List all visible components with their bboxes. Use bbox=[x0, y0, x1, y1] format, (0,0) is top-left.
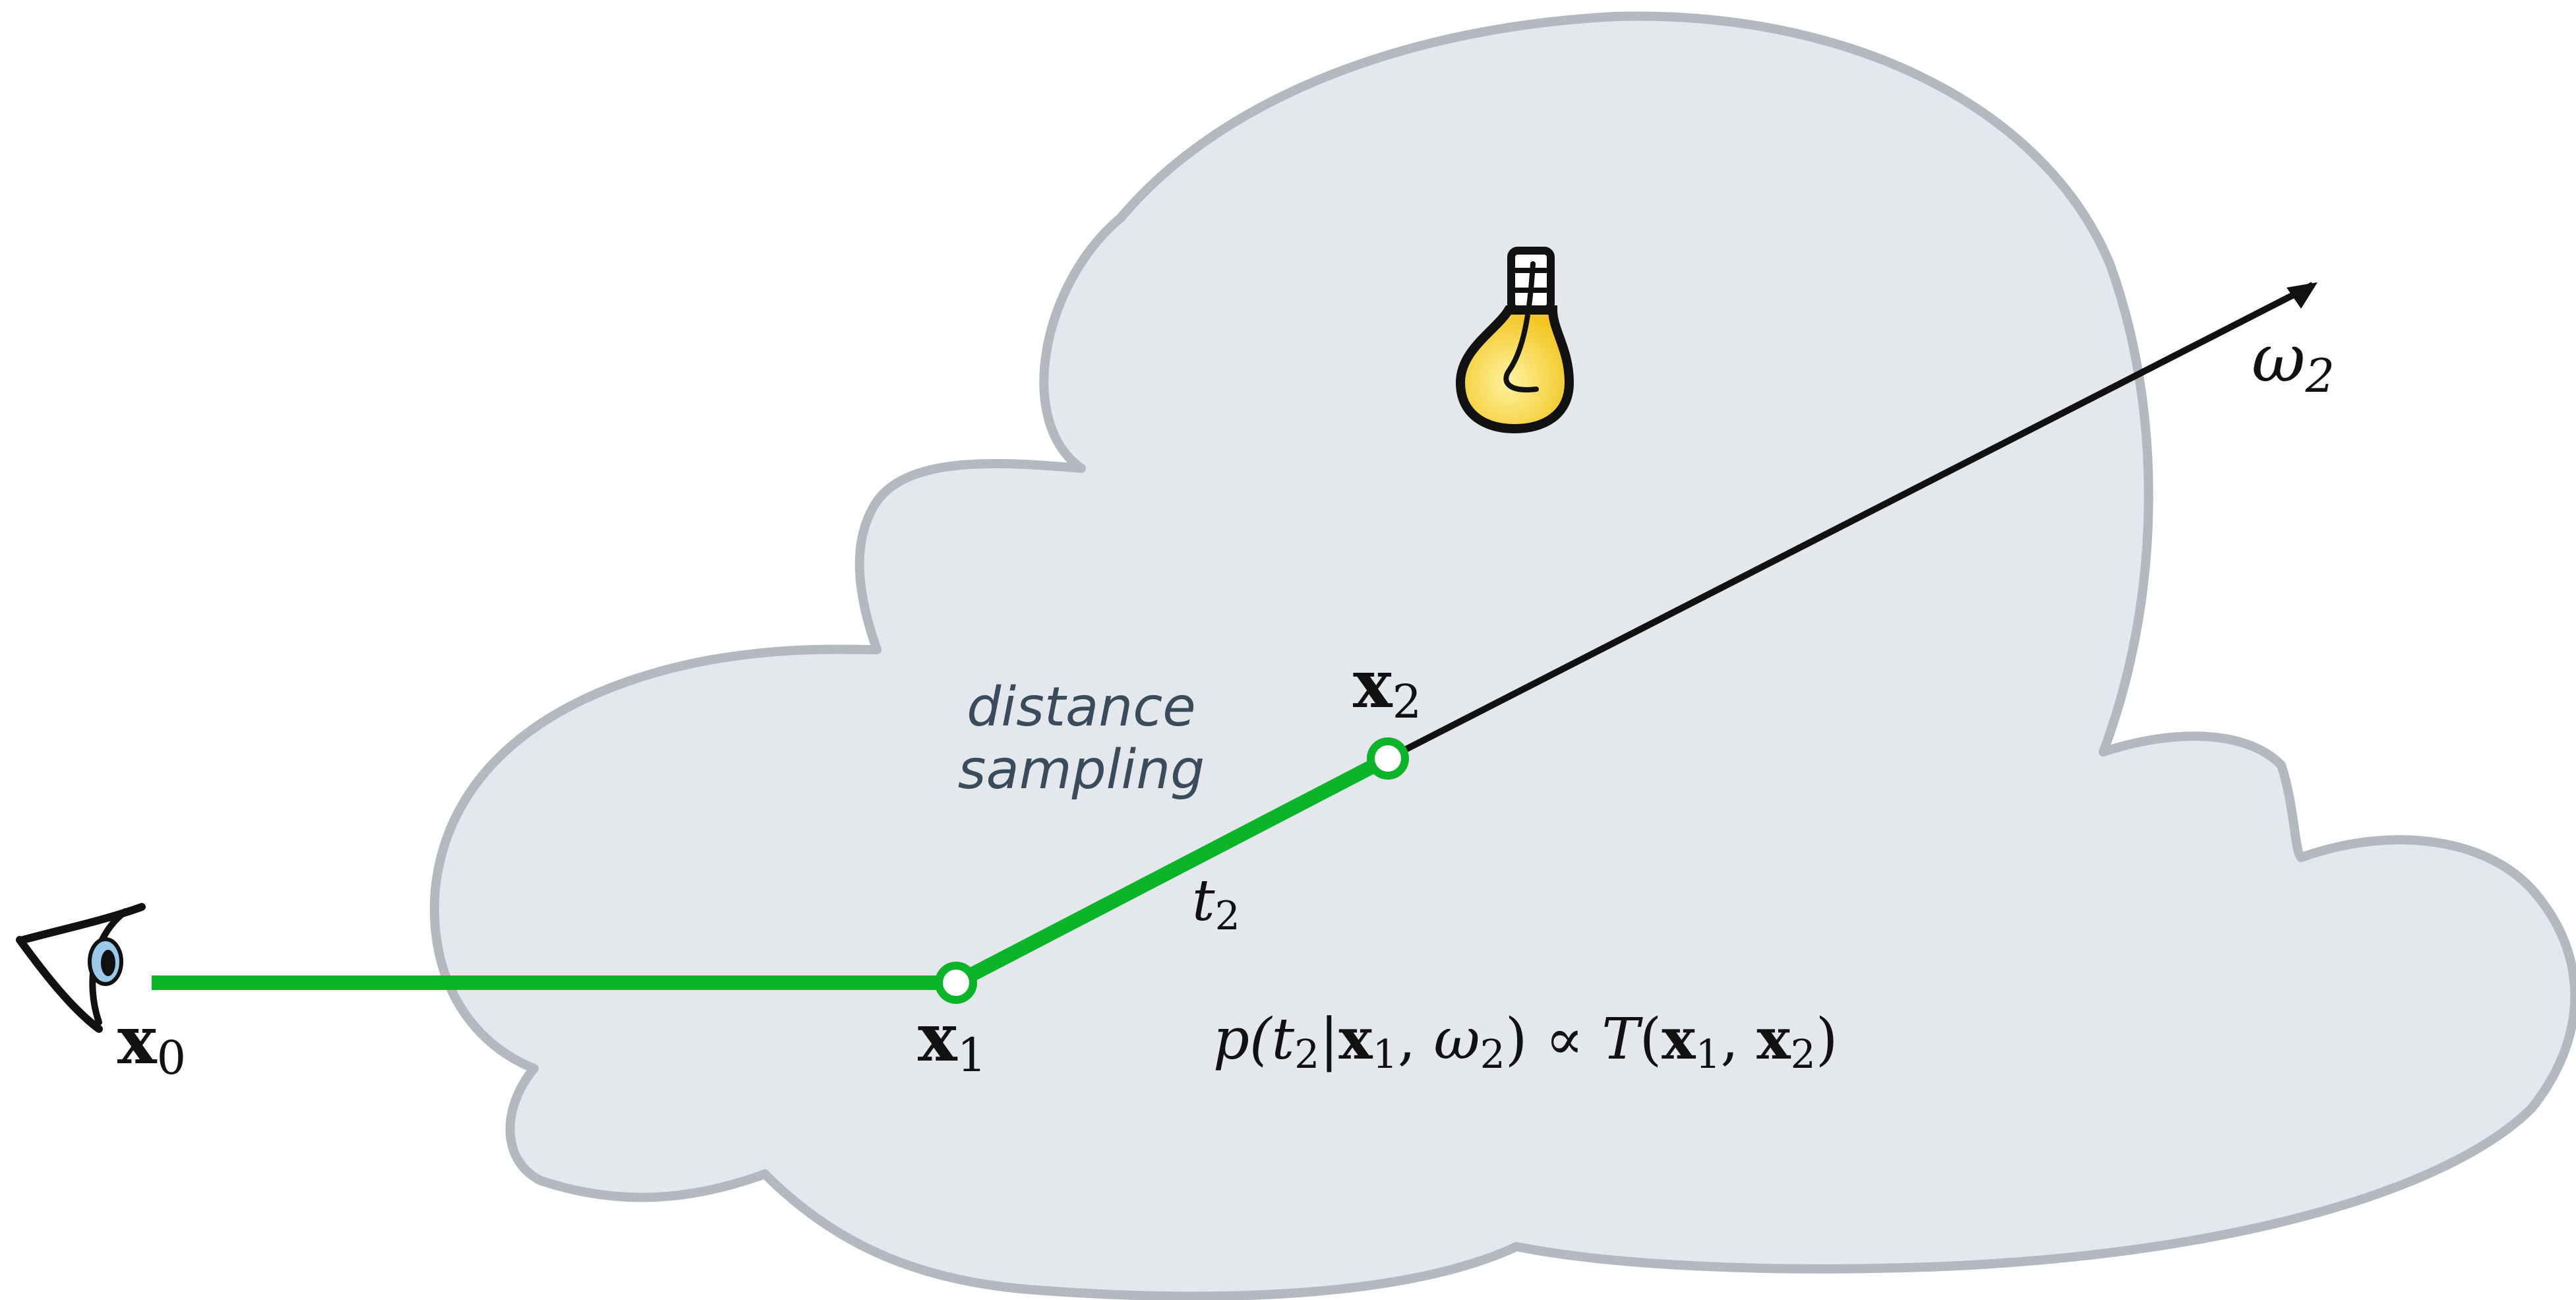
vertex-x2-marker bbox=[1367, 737, 1409, 780]
label-omega2: ω2 bbox=[2252, 320, 2335, 403]
label-x2: x2 bbox=[1353, 645, 1422, 729]
arrowhead-icon bbox=[2287, 282, 2318, 309]
label-t2: t2 bbox=[1192, 868, 1240, 939]
sampling-formula: p(t2|x1, ω2) ∝ T(x1, x2) bbox=[1213, 1006, 1838, 1078]
path-segment-x1-x2 bbox=[952, 752, 1392, 989]
medium-cloud bbox=[429, 11, 2576, 1300]
annotation-line-1: distance bbox=[967, 676, 1195, 739]
label-x1: x1 bbox=[918, 999, 986, 1082]
direction-ray bbox=[1386, 282, 2315, 762]
annotation-line-2: sampling bbox=[958, 739, 1205, 801]
vertex-x1-marker bbox=[935, 962, 977, 1004]
eye-icon bbox=[16, 903, 146, 1033]
label-x0: x0 bbox=[117, 1001, 186, 1085]
lightbulb-icon bbox=[1455, 247, 1574, 434]
